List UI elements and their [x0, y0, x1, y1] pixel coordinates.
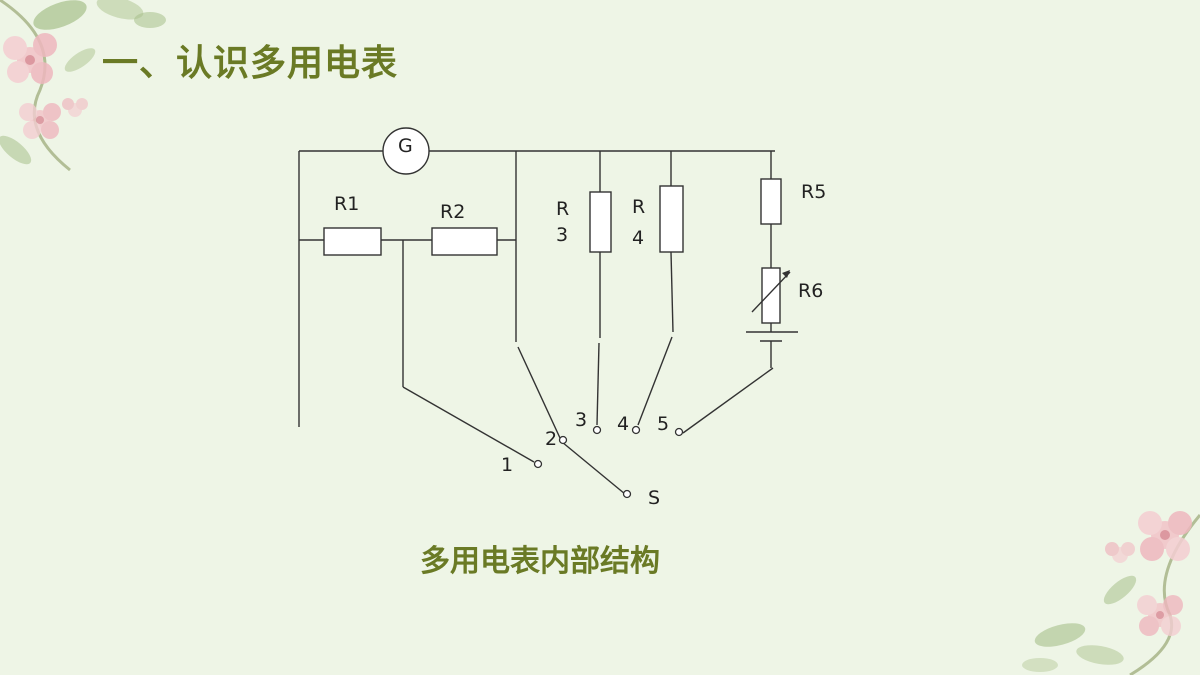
label-r1: R1: [334, 193, 359, 215]
label-switch-s: S: [648, 487, 660, 509]
label-r2: R2: [440, 201, 465, 223]
terminal-3: [592, 425, 602, 435]
resistor-r3: [589, 191, 612, 253]
label-terminal-1: 1: [501, 454, 513, 476]
flower-decoration-top-left: [0, 0, 166, 172]
diagram-caption: 多用电表内部结构: [420, 544, 660, 579]
label-r6: R6: [798, 280, 823, 302]
galvanometer: [382, 127, 430, 175]
terminal-1: [533, 459, 543, 469]
resistor-r4: [659, 185, 684, 253]
label-r5: R5: [801, 181, 826, 203]
terminal-4: [631, 425, 641, 435]
label-r3-top: R: [556, 198, 569, 220]
flower-decoration-bottom-right: [1022, 511, 1200, 675]
label-terminal-5: 5: [657, 413, 669, 435]
label-terminal-2: 2: [545, 428, 557, 450]
wire-to-terminal-3: [596, 342, 600, 426]
terminal-5: [674, 427, 684, 437]
rheostat-arrowhead: [782, 270, 790, 278]
slide-title: 一、认识多用电表: [102, 43, 399, 84]
label-r3-bottom: 3: [556, 224, 568, 246]
rheostat-r6: [761, 267, 781, 324]
switch-arm: [561, 441, 626, 495]
label-terminal-3: 3: [575, 409, 587, 431]
wire-r4-bottom: [670, 251, 674, 333]
wire-to-terminal-5: [682, 367, 774, 434]
terminal-2: [558, 435, 568, 445]
rheostat-arrow: [751, 271, 791, 313]
label-r4-bottom: 4: [632, 227, 644, 249]
label-terminal-4: 4: [617, 413, 629, 435]
label-r4-top: R: [632, 196, 645, 218]
resistor-r2: [431, 227, 498, 256]
wire-to-terminal-2: [517, 346, 561, 439]
wire-to-terminal-4: [637, 336, 673, 426]
switch-pivot: [622, 489, 632, 499]
resistor-r1: [323, 227, 382, 256]
resistor-r5: [760, 178, 782, 225]
galvanometer-label: G: [398, 135, 413, 157]
wire-to-terminal-1: [402, 386, 535, 463]
